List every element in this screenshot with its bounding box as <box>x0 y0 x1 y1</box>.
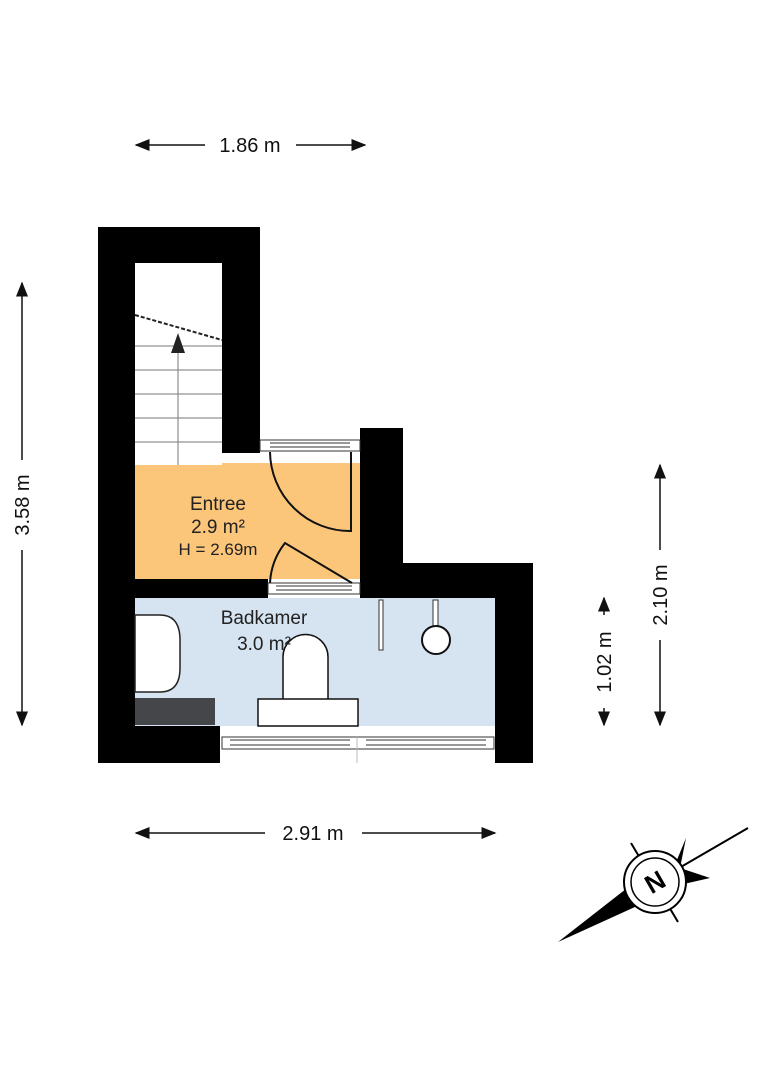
entree-height: H = 2.69m <box>179 540 258 559</box>
stair-direction-arrow-icon <box>171 333 185 353</box>
dim-right-outer-label: 2.10 m <box>650 564 672 625</box>
dim-right-inner-label: 1.02 m <box>594 631 616 692</box>
dim-bottom-label: 2.91 m <box>282 823 343 845</box>
compass-icon: N <box>558 827 749 942</box>
toilet-bowl <box>282 633 329 701</box>
staircase <box>134 263 223 465</box>
dim-left-label: 3.58 m <box>12 474 34 535</box>
bathroom-door-swing <box>269 541 353 584</box>
front-door-swing <box>269 451 352 533</box>
entree-name: Entree <box>190 494 246 515</box>
entree-floor <box>135 463 366 579</box>
entree-area: 2.9 m² <box>191 517 245 538</box>
shower-head <box>421 625 451 655</box>
sink <box>134 614 181 693</box>
door-frame-top <box>259 439 361 452</box>
counter <box>135 698 215 725</box>
badkamer-area: 3.0 m² <box>237 634 291 655</box>
shower-screen <box>378 599 384 651</box>
window-bottom <box>221 736 495 763</box>
shower-pipe <box>432 599 439 627</box>
walls <box>98 227 533 763</box>
toilet-tank <box>257 698 359 727</box>
badkamer-name: Badkamer <box>221 608 308 629</box>
door-frame-middle <box>267 582 361 595</box>
dim-top-label: 1.86 m <box>219 135 280 157</box>
